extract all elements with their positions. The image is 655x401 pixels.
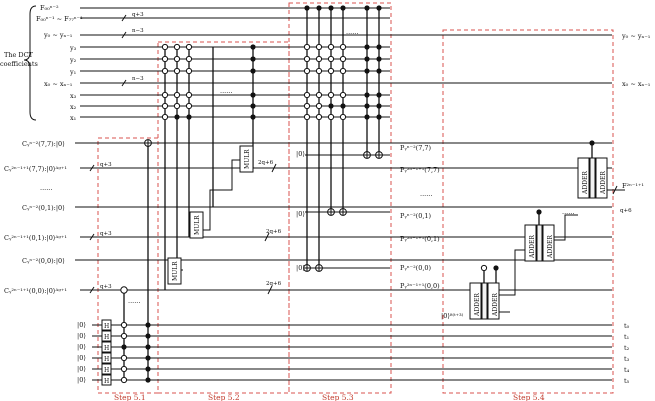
hadamard-gates: H H H H H H [101, 319, 112, 386]
register-labels: Cᵧⁿ⁻²(7,7):|0⟩ Cᵧ²ⁿ⁻¹⁺¹(7,7):|0⟩ᴬᵍ⁺¹ ...… [4, 140, 112, 295]
t-label-5: t₅ [624, 377, 630, 385]
adder-3a: ADDER [582, 171, 589, 195]
reg-label-6: Cᵧ²ⁿ⁻¹⁺¹(0,0):|0⟩ᴬᵍ⁺¹ [4, 287, 67, 295]
h-gate-5: H [104, 378, 109, 385]
adder-2b: ADDER [547, 235, 554, 259]
ancilla-wires [92, 324, 612, 381]
step52-dots: ...... [220, 87, 232, 95]
adder-dots: ...... [562, 208, 574, 216]
mulr-gate-2: MULR [194, 215, 201, 235]
step-label-5-3: Step 5.3 [322, 393, 354, 401]
reg-label-0: Cᵧⁿ⁻²(7,7):|0⟩ [22, 140, 65, 148]
step-boxes: Step 5.1 Step 5.2 Step 5.3 Step 5.4 [97, 2, 614, 401]
step53-dots: ...... [346, 28, 358, 36]
p-label-1: Pᵧ²ⁿ⁻¹⁺¹(7,7) [400, 166, 440, 174]
h-gate-2: H [104, 345, 109, 352]
mid-labels: Pᵧⁿ⁻²(7,7) Pᵧ²ⁿ⁻¹⁺¹(7,7) Pᵧⁿ⁻²(0,1) Pᵧ²ⁿ… [400, 144, 440, 290]
ket-mid-2: |0⟩ [296, 210, 305, 218]
right-f-mark: q+6 [620, 208, 632, 214]
t-label-1: t₁ [624, 333, 630, 341]
brace-label-line1: The DCT [4, 51, 34, 59]
bus-mark-n3b: n−3 [132, 76, 144, 82]
brace-label-line2: coefficients [0, 60, 38, 68]
ket-5: |0⟩ [77, 376, 86, 384]
coeff-y2: y₂ [69, 56, 77, 64]
t-label-3: t₃ [624, 355, 630, 363]
step53-controls: ...... |0⟩ |0⟩ |0⟩ [296, 5, 390, 272]
bus-q3-b: q+3 [100, 231, 112, 237]
top-wires [80, 7, 612, 118]
mulr-gate-3: MULR [244, 149, 251, 169]
bus-2q6-b: 2q+6 [266, 229, 282, 235]
ket-0: |0⟩ [77, 321, 86, 329]
ket-1: |0⟩ [77, 332, 86, 340]
adder-1a: ADDER [474, 293, 481, 317]
coeff-y3: y₃ [69, 44, 77, 52]
reg-label-4: Cᵧ²ⁿ⁻¹⁺¹(0,1):|0⟩ᴬᵍ⁺¹ [4, 234, 67, 242]
coeff-x3: x₃ [70, 92, 77, 100]
p-label-3: Pᵧ²ⁿ⁻¹⁺¹(0,1) [400, 235, 440, 243]
h-gate-4: H [104, 367, 109, 374]
reg-label-3: Cᵧⁿ⁻²(0,1):|0⟩ [22, 204, 65, 212]
top-labels: F₀₀ⁿ⁻² F₀₀ⁿ⁻¹ ~ F₇₇ⁿ⁻¹ y₀ ~ yₙ₋₁ x₀ ~ xₙ… [36, 4, 144, 122]
adder-3b: ADDER [600, 171, 607, 195]
coeff-x1: x₁ [70, 114, 77, 122]
h-gate-1: H [104, 334, 109, 341]
step-label-5-4: Step 5.4 [513, 393, 545, 401]
reg-label-dots: ...... [40, 184, 52, 192]
t-label-4: t₄ [624, 366, 630, 374]
step-box-5-3 [288, 2, 392, 394]
ket-3: |0⟩ [77, 354, 86, 362]
p-label-5: Pᵧ²ⁿ⁻¹⁺¹(0,0) [400, 282, 440, 290]
right-labels: y₀ ~ yₙ₋₁ x₀ ~ xₙ₋₁ F²ⁿ⁻¹⁺¹ q+6 t₀ t₁ t₂… [620, 32, 651, 385]
bus-mark-q3: q+3 [132, 12, 144, 18]
h-gate-3: H [104, 356, 109, 363]
coeff-x2: x₂ [70, 103, 77, 111]
h-gate-0: H [104, 323, 109, 330]
mid-dots: ...... [420, 190, 432, 198]
p-label-0: Pᵧⁿ⁻²(7,7) [400, 144, 432, 152]
label-f-pair: F₀₀ⁿ⁻¹ ~ F₇₇ⁿ⁻¹ [36, 15, 83, 23]
right-x-range: x₀ ~ xₙ₋₁ [622, 80, 651, 88]
coeff-y1: y₁ [69, 68, 77, 76]
ket-4: |0⟩ [77, 365, 86, 373]
p-label-2: Pᵧⁿ⁻²(0,1) [400, 212, 432, 220]
label-x-range: x₀ ~ xₙ₋₁ [44, 80, 73, 88]
step54-adders: |0⟩⁸⁽ᵗ⁺³⁾ ADDER ADDER ADDER ADDER ......… [441, 140, 625, 320]
reg-label-5: Cᵧⁿ⁻²(0,0):|0⟩ [22, 257, 65, 265]
step52-controls: ...... MULR MULR MULR 2q+6 2q+6 2q+6 [161, 43, 282, 295]
right-f-out: F²ⁿ⁻¹⁺¹ [622, 182, 644, 190]
bus-2q6-c: 2q+6 [266, 281, 282, 287]
mulr-gate-1: MULR [172, 261, 179, 281]
label-f-top: F₀₀ⁿ⁻² [40, 4, 59, 12]
dct-brace: The DCT coefficients [0, 5, 38, 121]
adder-1b: ADDER [492, 293, 499, 317]
step-box-5-1 [97, 137, 159, 394]
ket-mid-1: |0⟩ [296, 150, 305, 158]
step-box-5-2 [157, 41, 290, 394]
ket-adder: |0⟩⁸⁽ᵗ⁺³⁾ [441, 312, 464, 320]
step-label-5-1: Step 5.1 [114, 393, 146, 401]
t-label-0: t₀ [624, 322, 630, 330]
bus-mark-n3: n−3 [132, 28, 144, 34]
step-label-5-2: Step 5.2 [208, 393, 240, 401]
reg-label-1: Cᵧ²ⁿ⁻¹⁺¹(7,7):|0⟩ᴬᵍ⁺¹ [4, 165, 67, 173]
step-box-5-4 [442, 29, 614, 394]
t-label-2: t₂ [624, 344, 630, 352]
step51-controls: ...... [120, 139, 152, 384]
ket-2: |0⟩ [77, 343, 86, 351]
right-y-range: y₀ ~ yₙ₋₁ [621, 32, 651, 40]
label-y-range: y₀ ~ yₙ₋₁ [43, 31, 73, 39]
bus-q3-a: q+3 [100, 162, 112, 168]
adder-2a: ADDER [529, 235, 536, 259]
ancilla-labels: |0⟩ |0⟩ |0⟩ |0⟩ |0⟩ |0⟩ [77, 321, 86, 384]
ket-mid-3: |0⟩ [296, 264, 305, 272]
p-label-4: Pᵧⁿ⁻²(0,0) [400, 264, 432, 272]
bus-q3-c: q+3 [100, 284, 112, 290]
bus-2q6-a: 2q+6 [258, 160, 274, 166]
step51-dots: ...... [128, 297, 140, 305]
